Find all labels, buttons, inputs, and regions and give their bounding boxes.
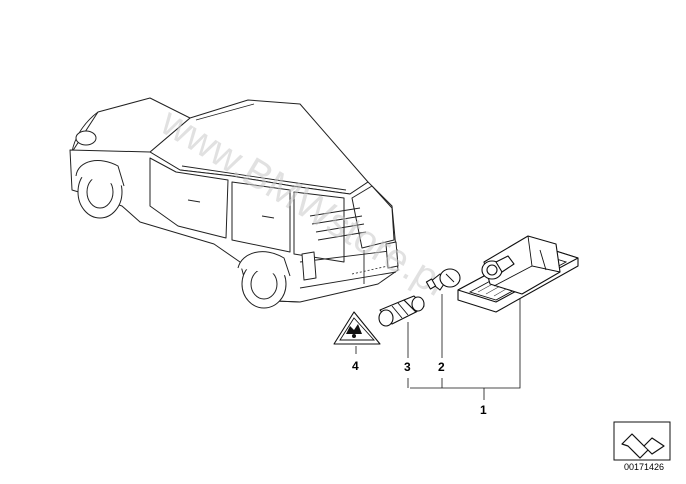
bulb-socket-icon bbox=[378, 295, 425, 327]
leader-lines bbox=[355, 294, 521, 400]
callout-3: 3 bbox=[404, 360, 411, 374]
callout-2: 2 bbox=[438, 360, 445, 374]
document-number: 00171426 bbox=[624, 462, 664, 472]
licence-plate-lamp-housing-icon bbox=[457, 235, 579, 313]
folded-arrow-nav-icon[interactable] bbox=[613, 421, 671, 461]
warning-triangle-label-icon bbox=[333, 311, 381, 345]
callout-1: 1 bbox=[480, 403, 487, 417]
callout-4: 4 bbox=[352, 359, 359, 373]
bulb-icon bbox=[425, 268, 461, 291]
mini-clubman-car-icon bbox=[69, 97, 399, 309]
